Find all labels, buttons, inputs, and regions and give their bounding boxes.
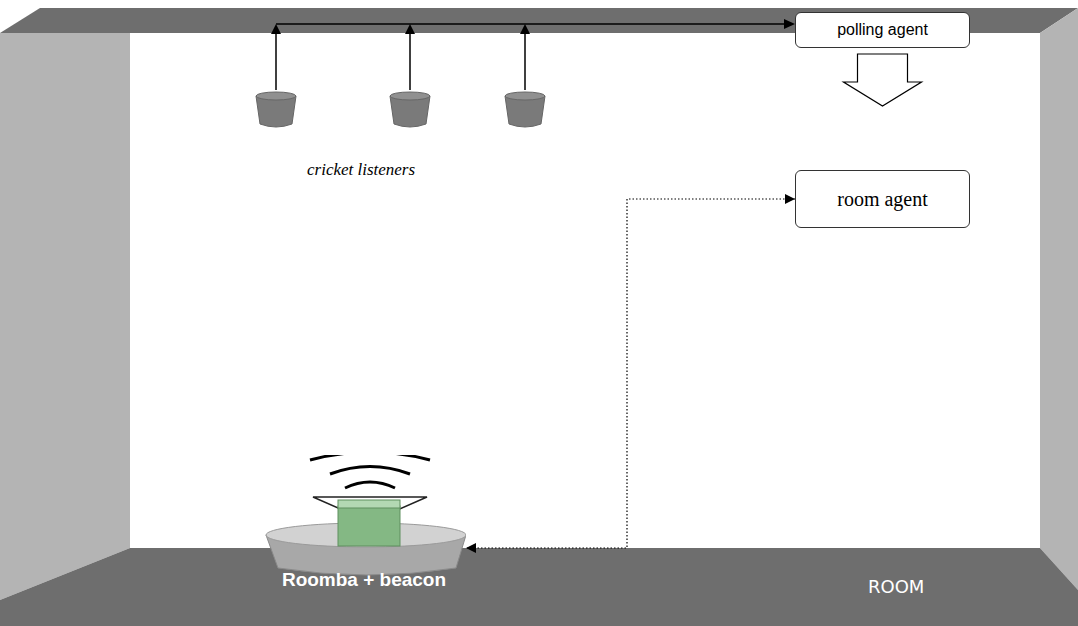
signal-wave (310, 455, 430, 460)
listener (390, 96, 430, 127)
floor (0, 548, 1078, 626)
listener-top (505, 92, 545, 100)
dotted-link (466, 199, 795, 548)
node-label: Roomba + beacon (262, 569, 466, 591)
bus-drop (524, 32, 526, 90)
beacon-box-top (338, 500, 400, 508)
left-wall (0, 33, 130, 600)
beacon-box (338, 506, 400, 546)
signal-wave (345, 482, 395, 488)
roomba-beacon: Roomba + beacon (262, 455, 466, 595)
arrowhead (784, 19, 795, 29)
bus-heads (271, 19, 795, 34)
right-wall (1040, 8, 1078, 590)
listeners (256, 92, 545, 127)
node-label: room agent (837, 188, 928, 211)
listener (256, 96, 296, 127)
agent-box: polling agent (795, 12, 970, 48)
listener-top (390, 92, 430, 100)
listener-top (256, 92, 296, 100)
node-label: polling agent (837, 21, 928, 39)
agent-box: room agent (795, 170, 970, 228)
signal-wave (330, 467, 410, 475)
bus-drop (275, 32, 277, 90)
room-interior (130, 33, 1040, 548)
group-label: cricket listeners (307, 160, 415, 180)
listener-bus (276, 24, 785, 90)
arrowhead (405, 24, 415, 34)
listener (505, 96, 545, 127)
arrowhead (271, 24, 281, 34)
room-label: ROOM (868, 576, 924, 597)
arrowhead (520, 24, 530, 34)
bus-line (276, 23, 785, 25)
block-arrow (844, 54, 922, 106)
bus-drop (409, 32, 411, 90)
